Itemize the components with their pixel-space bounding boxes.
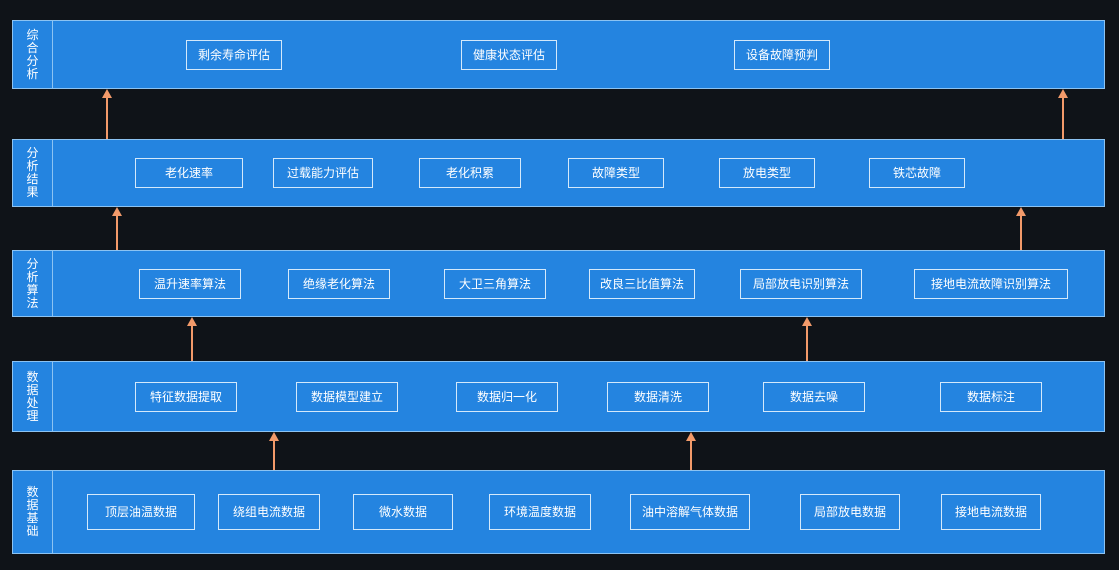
flow-arrow: [802, 317, 812, 361]
layer-data-foundation: 数 据 基 础 顶层油温数据 绕组电流数据 微水数据 环境温度数据 油中溶解气体…: [12, 470, 1105, 554]
node-box: 特征数据提取: [135, 381, 237, 412]
node-box: 过载能力评估: [273, 158, 373, 188]
node-box: 数据清洗: [607, 381, 709, 412]
node-box: 微水数据: [353, 494, 453, 530]
flow-arrow: [102, 89, 112, 139]
layer-label: 数 据 基 础: [13, 471, 53, 553]
flow-arrow: [1016, 207, 1026, 250]
node-box: 数据去噪: [763, 381, 865, 412]
node-box: 接地电流故障识别算法: [914, 268, 1068, 299]
node-box: 数据模型建立: [296, 381, 398, 412]
layer-label: 数 据 处 理: [13, 362, 53, 431]
layer-data-processing: 数 据 处 理 特征数据提取 数据模型建立 数据归一化 数据清洗 数据去噪 数据…: [12, 361, 1105, 432]
layer-analysis-algorithms: 分 析 算 法 温升速率算法 绝缘老化算法 大卫三角算法 改良三比值算法 局部放…: [12, 250, 1105, 317]
node-box: 健康状态评估: [461, 39, 557, 70]
flow-arrow: [112, 207, 122, 250]
node-box: 环境温度数据: [489, 494, 591, 530]
flow-arrow: [269, 432, 279, 470]
node-box: 改良三比值算法: [589, 268, 695, 299]
node-box: 温升速率算法: [139, 268, 241, 299]
node-box: 局部放电数据: [800, 494, 900, 530]
layer-label: 分 析 算 法: [13, 251, 53, 316]
layer-label: 分 析 结 果: [13, 140, 53, 206]
node-box: 大卫三角算法: [444, 268, 546, 299]
node-box: 铁芯故障: [869, 158, 965, 188]
node-box: 接地电流数据: [941, 494, 1041, 530]
node-box: 老化积累: [419, 158, 521, 188]
flow-arrow: [1058, 89, 1068, 139]
node-box: 放电类型: [719, 158, 815, 188]
node-box: 设备故障预判: [734, 39, 830, 70]
node-box: 油中溶解气体数据: [630, 494, 750, 530]
layer-label: 综 合 分 析: [13, 21, 53, 88]
node-box: 故障类型: [568, 158, 664, 188]
node-box: 数据标注: [940, 381, 1042, 412]
layer-analysis-results: 分 析 结 果 老化速率 过载能力评估 老化积累 故障类型 放电类型 铁芯故障: [12, 139, 1105, 207]
node-box: 局部放电识别算法: [740, 268, 862, 299]
node-box: 绕组电流数据: [218, 494, 320, 530]
node-box: 老化速率: [135, 158, 243, 188]
node-box: 数据归一化: [456, 381, 558, 412]
node-box: 剩余寿命评估: [186, 39, 282, 70]
node-box: 绝缘老化算法: [288, 268, 390, 299]
node-box: 顶层油温数据: [87, 494, 195, 530]
layer-comprehensive-analysis: 综 合 分 析 剩余寿命评估 健康状态评估 设备故障预判: [12, 20, 1105, 89]
flow-arrow: [686, 432, 696, 470]
flow-arrow: [187, 317, 197, 361]
